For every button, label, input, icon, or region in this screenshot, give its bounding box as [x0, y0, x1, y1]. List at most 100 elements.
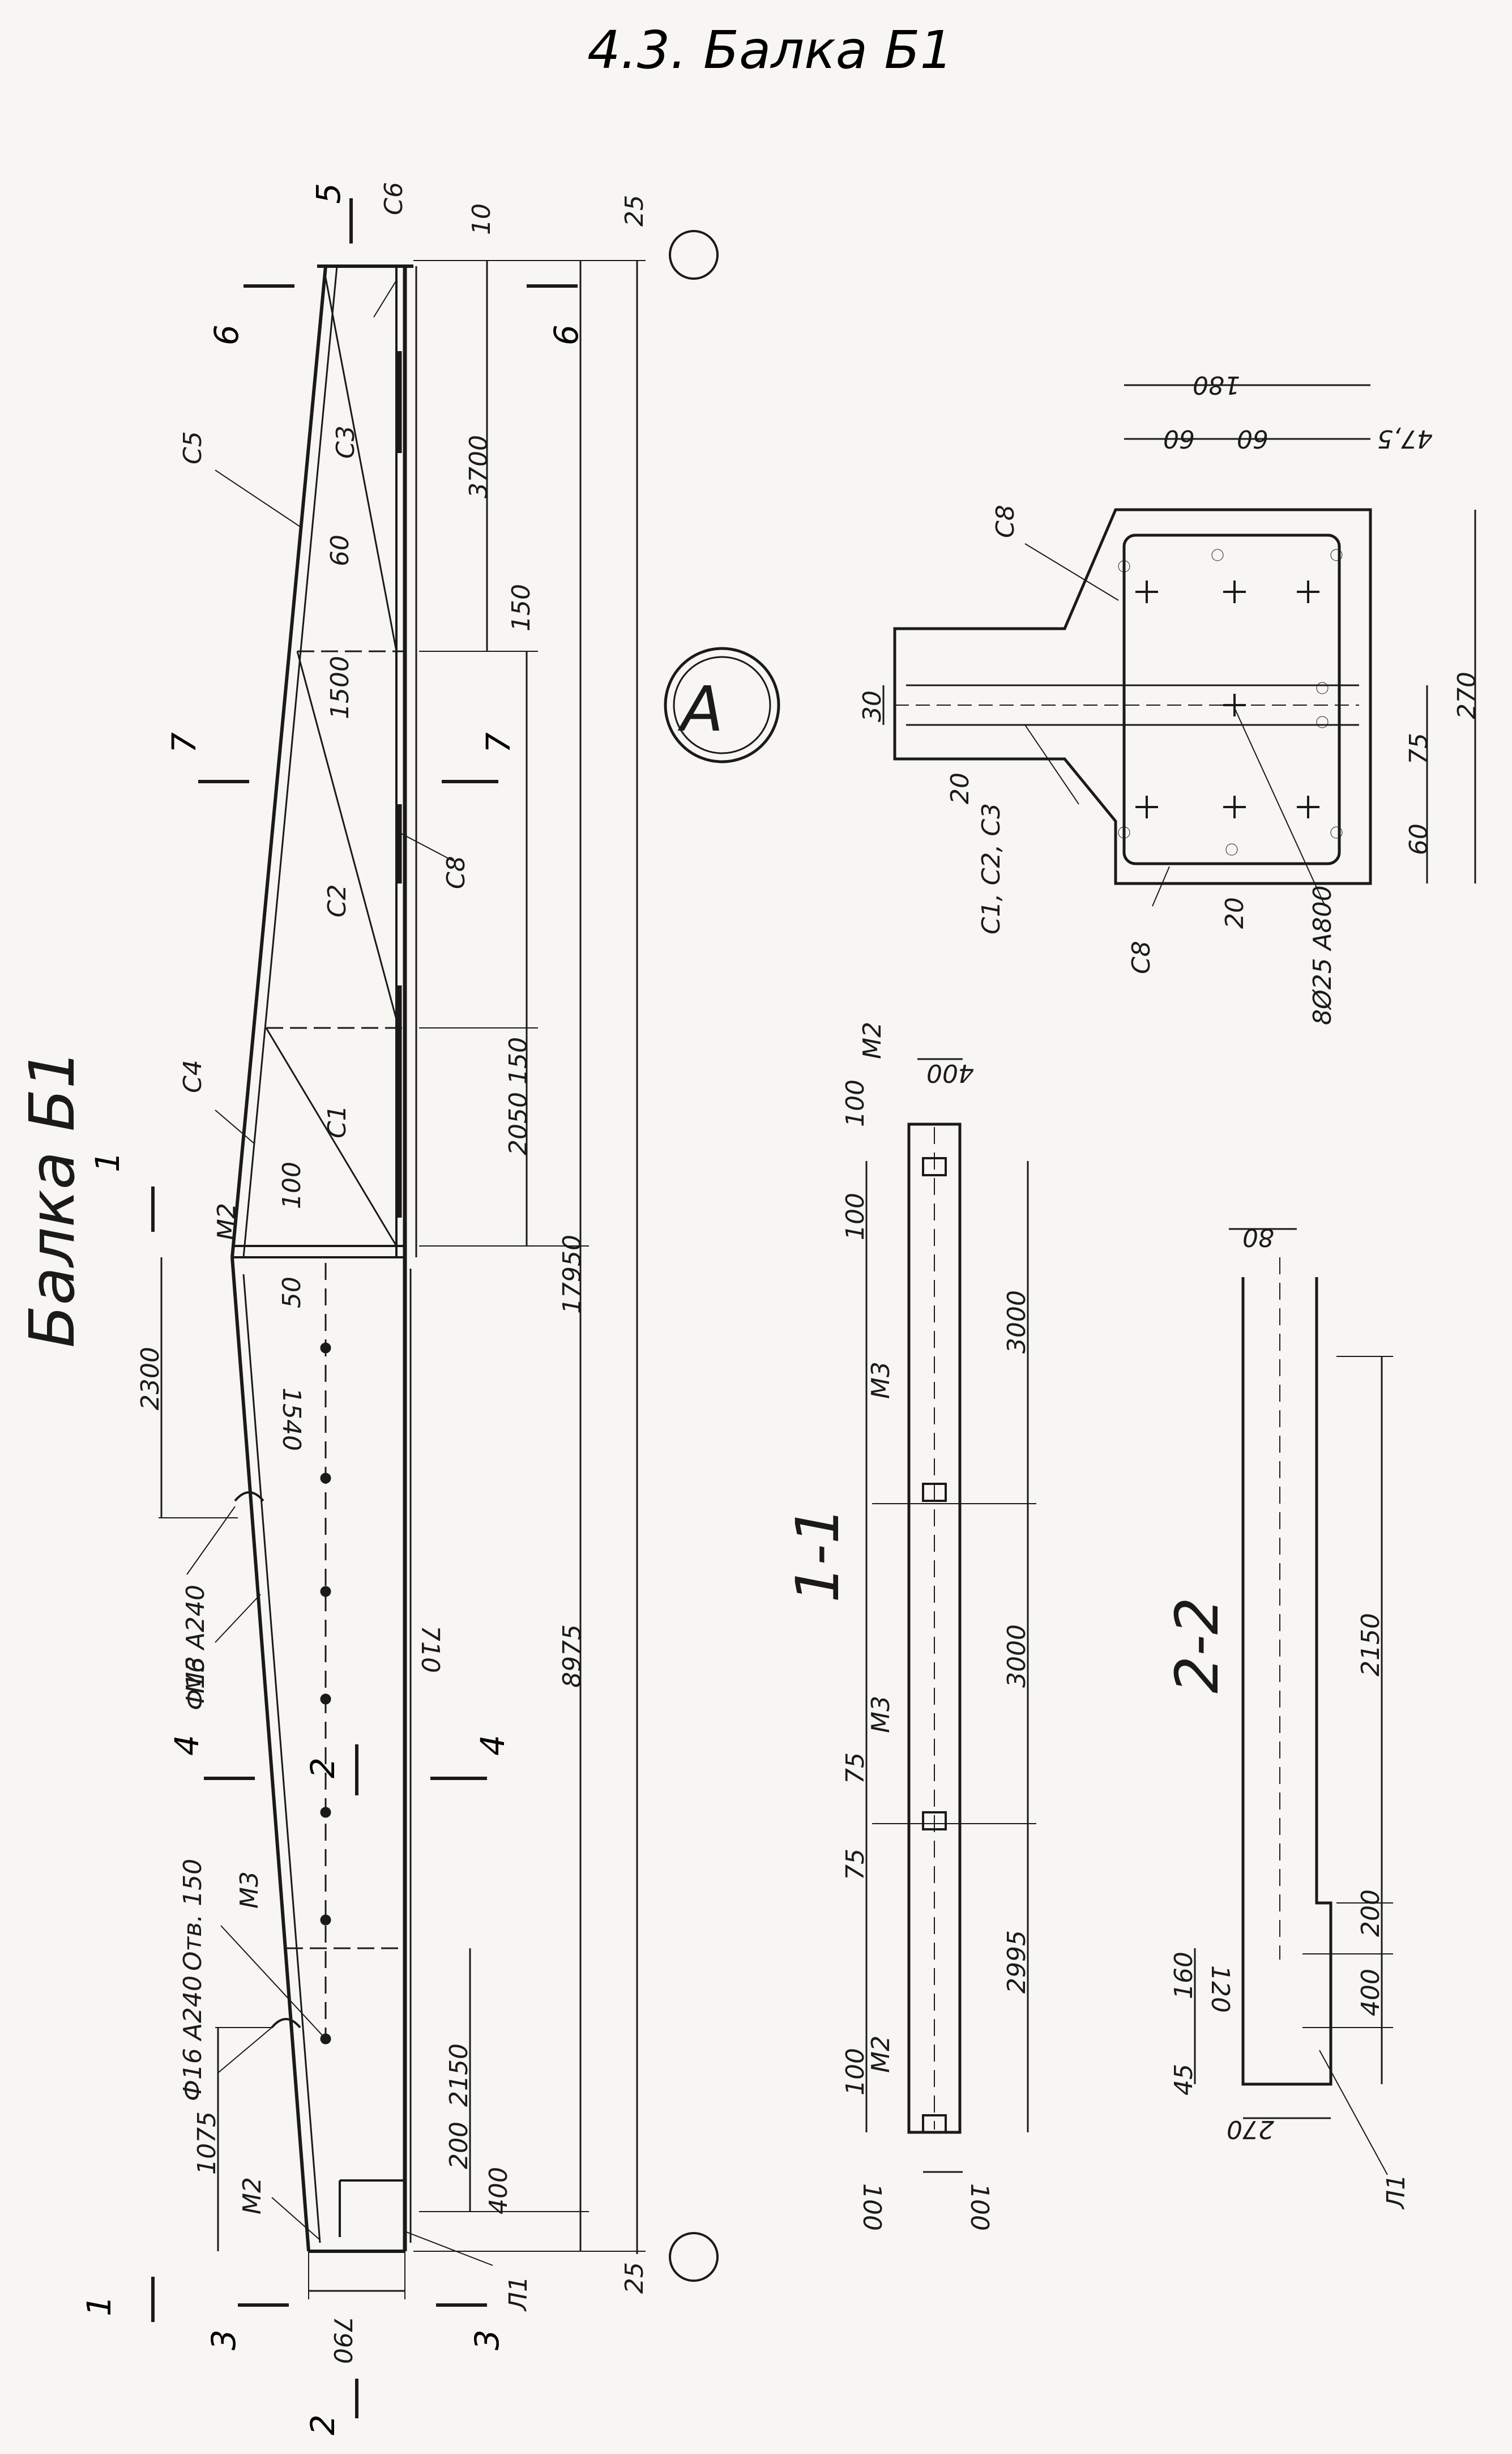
leader-l1: [404, 2231, 493, 2266]
mark-m2-bottom: М2: [238, 2177, 267, 2214]
dim-710: 710: [416, 1625, 445, 1673]
mark-c2: С2: [323, 884, 352, 917]
lifting-loop-1: [234, 1491, 264, 1502]
mark-c5: С5: [178, 431, 207, 464]
detail-a-labels: С8 С1, С2, С3 С8 8Ø25 А800 180 60 60 47,…: [858, 370, 1481, 1025]
cut-7-right-label: 7: [479, 732, 518, 753]
hole-3: [320, 1586, 331, 1597]
s11-100d: 100: [857, 2183, 886, 2231]
cut-6-right-label: 6: [547, 325, 586, 345]
s11-100b: 100: [841, 1193, 870, 1240]
dim-2050: 2050: [504, 1092, 533, 1155]
leader-l1-s22: [1319, 2050, 1388, 2175]
s22-2150: 2150: [1356, 1613, 1385, 1676]
leader-c4: [215, 1109, 255, 1145]
hole-4: [320, 1693, 331, 1705]
leader-c8: [399, 832, 454, 861]
detail-a-30: 30: [858, 690, 887, 722]
mark-m3b: М3: [235, 1871, 264, 1909]
dim-100: 100: [277, 1162, 306, 1209]
s11-m3a: М3: [866, 1362, 895, 1399]
mark-l1: Л1: [504, 2276, 533, 2312]
detail-a-20b: 20: [1220, 897, 1249, 929]
cut-2-top-label: 2: [304, 1757, 342, 1778]
diagonal-c1: [265, 1027, 398, 1247]
s11-100c: 100: [841, 2048, 870, 2095]
s11-m2a: М2: [858, 1022, 887, 1059]
plate-m3-2: [922, 1811, 947, 1830]
dim-50: 50: [277, 1277, 306, 1308]
web-top-inner: [242, 1274, 321, 2243]
diagonal-c2: [296, 651, 398, 1020]
detail-a-20a: 20: [946, 773, 975, 804]
s22-l1: Л1: [1382, 2174, 1411, 2210]
dim-400: 400: [484, 2167, 513, 2214]
rebar-small-1: [1118, 560, 1130, 573]
mark-bar2: Ф16 А240: [178, 1975, 207, 2101]
hole-6: [320, 1914, 331, 1926]
dim-150-b: 150: [504, 1037, 533, 1085]
detail-a-stirrup: [1122, 534, 1341, 865]
leader-m3: [215, 1594, 261, 1643]
mark-c8: С8: [442, 856, 471, 889]
cut-labels: 5 6 6 7 7 1 4 4 2 1 3 3 2: [80, 183, 586, 2435]
s22-160: 160: [1169, 1952, 1198, 1999]
lifting-loop-2: [271, 2018, 301, 2029]
s22-120: 120: [1206, 1965, 1235, 2013]
detail-a-60c: 60: [1404, 823, 1433, 855]
detail-a-circle-inner: [673, 656, 771, 754]
dim-1540: 1540: [277, 1388, 306, 1451]
dim-1075: 1075: [193, 2111, 221, 2175]
detail-a-60b: 60: [1237, 424, 1268, 453]
s11-75a: 75: [841, 1752, 870, 1784]
s11-2995: 2995: [1002, 1930, 1031, 1994]
detail-circle-label: А: [677, 673, 723, 745]
leader-c6: [373, 280, 397, 318]
s22-400: 400: [1356, 1969, 1385, 2016]
dim-3700: 3700: [464, 435, 493, 498]
dim-790: 790: [328, 2316, 357, 2364]
section-2-2-labels: 2-2 Л1 80 2150 200 160 120 400 45 270: [1163, 1223, 1411, 2210]
mark-m3: М3: [181, 1656, 210, 1693]
cut-2-bottom-label: 2: [304, 2414, 342, 2435]
leader-bar1: [186, 1506, 236, 1575]
detail-a-47: 47,5: [1377, 424, 1433, 453]
mark-c6: С6: [379, 182, 408, 215]
mark-hole: Отв. 150: [178, 1859, 207, 1971]
rebar-crosses: [1135, 581, 1319, 818]
dim-17950: 17950: [558, 1235, 587, 1314]
dim-25-top: 25: [620, 195, 649, 227]
detail-a-c123: С1, С2, С3: [977, 803, 1006, 934]
s11-m2b: М2: [866, 2035, 895, 2073]
main-view-labels: Балка Б1 С5 С4 С1 С2 С3 С6 С8 М2 М3 Ф16 …: [16, 182, 724, 2364]
section-2-2-outline: [1241, 1277, 1332, 2086]
s11-400: 400: [926, 1059, 974, 1087]
section-2-2-title: 2-2: [1163, 1597, 1232, 1693]
top-chord-inner: [242, 266, 338, 1258]
s11-75b: 75: [841, 1849, 870, 1880]
cut-7-left-label: 7: [165, 732, 203, 753]
mark-c4: С4: [178, 1060, 207, 1093]
mark-bar1: Ф16 А240: [181, 1585, 210, 1710]
mark-c1: С1: [323, 1105, 352, 1138]
cut-1-bottom-label: 1: [80, 2295, 118, 2316]
s22-270: 270: [1227, 2115, 1274, 2144]
detail-a-180: 180: [1193, 370, 1240, 399]
leader-rebar: [1234, 707, 1326, 907]
detail-a-circle-outer: [664, 647, 780, 763]
plate-m3-1: [922, 1483, 947, 1502]
detail-a: [664, 384, 1476, 907]
dim-2300: 2300: [136, 1347, 165, 1410]
s22-200: 200: [1356, 1889, 1385, 1937]
sheet-title: 4.3. Балка Б1: [587, 20, 953, 80]
detail-a-75: 75: [1404, 733, 1433, 765]
mark-c3: С3: [331, 425, 360, 459]
dim-150-a: 150: [507, 584, 536, 631]
top-chord-outer: [230, 266, 327, 1258]
cut-6-left-label: 6: [207, 325, 246, 345]
section-1-1: [865, 1058, 1036, 2173]
dim-1500: 1500: [326, 656, 354, 719]
cut-3-right-label: 3: [468, 2329, 506, 2350]
